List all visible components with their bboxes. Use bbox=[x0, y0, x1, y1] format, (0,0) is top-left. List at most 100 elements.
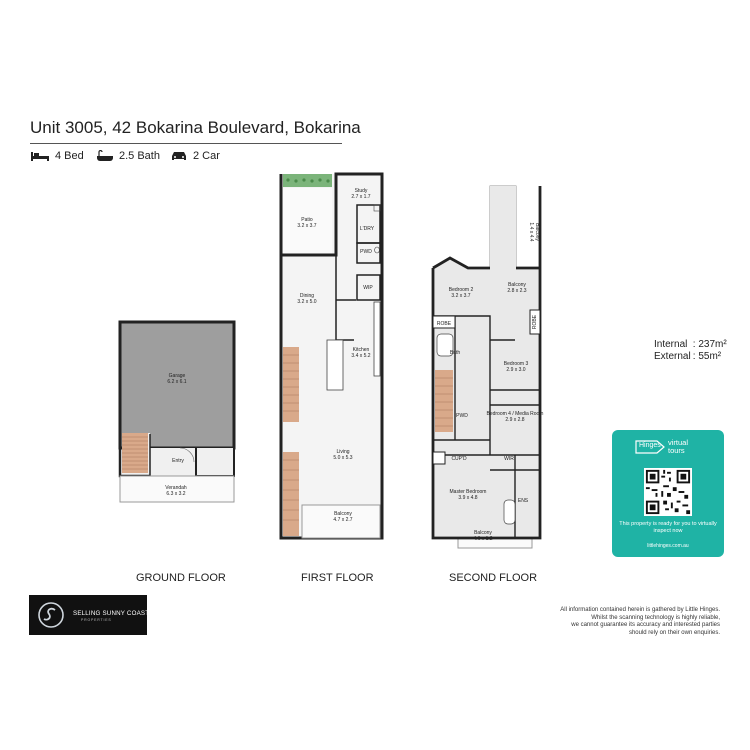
disclaimer: All information contained herein is gath… bbox=[560, 607, 720, 637]
bath-feature: 2.5 Bath bbox=[96, 150, 160, 162]
ensuite-label: ENS bbox=[518, 498, 529, 504]
room-text: 3.2 x 3.7 bbox=[451, 293, 470, 299]
second-pwd-label: PWD bbox=[456, 413, 468, 419]
first-planter bbox=[283, 174, 332, 187]
bed-count: 4 Bed bbox=[55, 150, 84, 162]
agency-emblem-icon bbox=[38, 602, 64, 628]
room-text: ROBE bbox=[532, 314, 538, 329]
entry-label: Entry bbox=[172, 458, 184, 464]
agency-sub: PROPERTIES bbox=[81, 618, 112, 622]
robe-bed2 bbox=[432, 315, 456, 329]
room-text: PWD bbox=[456, 413, 468, 419]
room-text: Balcony bbox=[334, 511, 352, 517]
room-text: 1.4 x 4.4 bbox=[528, 222, 534, 241]
garage-area bbox=[120, 322, 234, 448]
ensuite-bathtub bbox=[503, 499, 516, 525]
cupd-label: CUP'D bbox=[451, 456, 467, 462]
ground-floor-plan bbox=[118, 320, 236, 503]
robe-bed3 bbox=[529, 309, 541, 335]
ground-stairs bbox=[122, 433, 148, 473]
room-text: Dining bbox=[300, 293, 314, 299]
room-text: 3.4 x 5.2 bbox=[351, 353, 370, 359]
tag-icon bbox=[635, 440, 665, 454]
room-text: Study bbox=[355, 188, 368, 194]
main-bathtub bbox=[436, 333, 454, 357]
room-text: Bedroom 3 bbox=[504, 361, 529, 367]
first-pwd-room bbox=[356, 242, 381, 264]
room-text: Balcony bbox=[534, 223, 540, 241]
laundry-label: L'DRY bbox=[360, 226, 375, 232]
room-text: Patio bbox=[301, 217, 313, 223]
qr-code-icon[interactable] bbox=[644, 468, 692, 516]
room-text: Balcony bbox=[508, 282, 526, 288]
room-text: Garage bbox=[169, 373, 186, 379]
virtual-tour-link[interactable]: littlehinges.com.au bbox=[647, 543, 689, 549]
bed-feature: 4 Bed bbox=[30, 150, 84, 162]
first-stairs bbox=[283, 347, 299, 536]
first-floor-plan bbox=[279, 172, 384, 540]
room-text: 3.2 x 5.0 bbox=[297, 299, 316, 305]
agency-name: SELLING SUNNY COAST bbox=[73, 610, 150, 617]
verandah-area bbox=[119, 475, 235, 503]
virtual-tour-card[interactable]: Hinges virtual tours This property is re… bbox=[612, 430, 724, 557]
car-count: 2 Car bbox=[193, 150, 220, 162]
internal-area-value: : 237m² bbox=[692, 339, 727, 350]
room-text: 5.0 x 5.3 bbox=[333, 455, 352, 461]
room-text: L'DRY bbox=[360, 226, 375, 232]
room-text: 4.7 x 2.7 bbox=[333, 517, 352, 523]
first-floor-label: FIRST FLOOR bbox=[301, 572, 374, 584]
room-text: 2.7 x 1.7 bbox=[351, 194, 370, 200]
virtual-tour-message: This property is ready for you to virtua… bbox=[619, 521, 717, 534]
external-area-label: External bbox=[654, 351, 691, 362]
room-text: 3.9 x 4.8 bbox=[458, 495, 477, 501]
room-text: 2.9 x 2.8 bbox=[505, 417, 524, 423]
wir-label: WIR bbox=[504, 456, 514, 462]
room-text: ENS bbox=[518, 498, 529, 504]
car-feature: 2 Car bbox=[170, 150, 220, 162]
room-text: Bedroom 2 bbox=[449, 287, 474, 293]
ground-floor-label: GROUND FLOOR bbox=[136, 572, 226, 584]
kitchen-island bbox=[326, 339, 344, 391]
disclaimer-line: we cannot guarantee its accuracy and int… bbox=[571, 622, 720, 628]
patio-area bbox=[283, 188, 332, 255]
logo-left-text: Hinges bbox=[639, 442, 661, 449]
bath-label: Bath bbox=[450, 350, 461, 356]
first-balcony bbox=[301, 504, 381, 539]
logo-right-text: virtual tours bbox=[668, 438, 689, 455]
room-text: CUP'D bbox=[451, 456, 467, 462]
room-text: Master Bedroom bbox=[450, 489, 487, 495]
entry-hall bbox=[150, 448, 234, 478]
disclaimer-line: All information contained herein is gath… bbox=[560, 607, 720, 613]
internal-area: Internal : 237m² bbox=[654, 339, 727, 350]
little-hinges-logo: Hinges virtual tours bbox=[635, 438, 701, 458]
wip-label: WIP bbox=[363, 285, 373, 291]
wip-room bbox=[356, 274, 381, 301]
room-text: 6.3 x 3.2 bbox=[166, 491, 185, 497]
car-icon bbox=[172, 152, 186, 160]
room-text: Bedroom 4 / Media Room bbox=[487, 411, 544, 417]
room-text: WIP bbox=[363, 285, 373, 291]
second-floor-plan bbox=[431, 185, 542, 549]
agency-logo: SELLING SUNNY COAST PROPERTIES bbox=[29, 595, 150, 635]
room-text: 6.2 x 6.1 bbox=[167, 379, 186, 385]
room-text: Living bbox=[336, 449, 349, 455]
room-text: Kitchen bbox=[353, 347, 370, 353]
room-text: WIR bbox=[504, 456, 514, 462]
room-text: 2.9 x 3.0 bbox=[506, 367, 525, 373]
robe-bed2-label: ROBE bbox=[437, 321, 452, 327]
room-text: PWD bbox=[360, 249, 372, 255]
bed-icon bbox=[31, 152, 49, 161]
